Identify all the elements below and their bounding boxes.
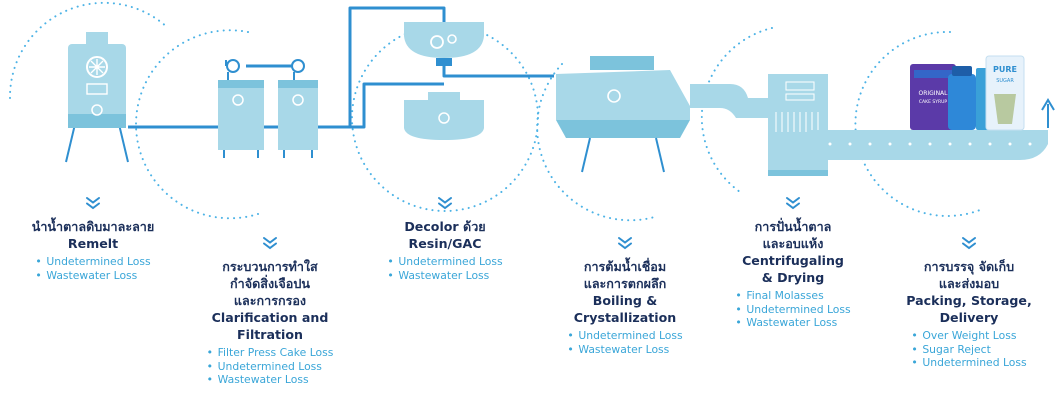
dotted-arc-boiling (536, 63, 659, 222)
chevron-down-icon (618, 237, 632, 250)
fan-icon (86, 56, 108, 78)
resin-vessel (404, 22, 484, 58)
loss-item: Final Molasses (735, 289, 850, 303)
stage-packing-title-1: การบรรจุ จัดเก็บ (923, 259, 1015, 274)
dotted-arc-clarification (135, 29, 259, 220)
stage-centrifugal-title-4: & Drying (761, 270, 825, 285)
pipe-to-boiler (442, 58, 554, 78)
product-label-right-1: PURE (993, 65, 1017, 74)
stage-boiling: การต้มน้ำเชื่อม และการตกผลึก Boiling & C… (540, 236, 710, 357)
stage-clarification: กระบวนการทำใส กำจัดสิ่งเจือปน และการกรอง… (182, 236, 358, 387)
stage-clarification-title-2: กำจัดสิ่งเจือปน (230, 276, 310, 291)
stage-clarification-losses: Filter Press Cake Loss Undetermined Loss… (207, 346, 334, 387)
stage-decolor-title-2: Resin/GAC (408, 236, 482, 251)
product-label-right-2: SUGAR (996, 78, 1014, 84)
chevron-down-icon (263, 237, 277, 250)
loss-item: Wastewater Loss (735, 316, 850, 330)
loss-item: Undetermined Loss (567, 329, 682, 343)
loss-item: Over Weight Loss (911, 329, 1026, 343)
stage-clarification-title-4: Clarification and (211, 310, 329, 325)
gac-vessel (404, 100, 484, 140)
stage-decolor: Decolor ด้วย Resin/GAC Undetermined Loss… (360, 196, 530, 283)
dotted-circles (8, 1, 981, 222)
stage-packing-title-3: Packing, Storage, (906, 293, 1032, 308)
stage-centrifugal: การปั่นน้ำตาล และอบแห้ง Centrifugaling &… (708, 196, 878, 330)
stage-remelt: นำน้ำตาลดิบมาละลาย Remelt Undetermined L… (8, 196, 178, 283)
stage-decolor-losses: Undetermined Loss Wastewater Loss (387, 255, 502, 282)
conveyor-belt (808, 130, 1048, 160)
stage-decolor-title-1: Decolor ด้วย (404, 219, 486, 234)
stage-centrifugal-title-3: Centrifugaling (742, 253, 844, 268)
remelt-tank (65, 32, 129, 163)
stage-packing-title-4: Delivery (939, 310, 999, 325)
stage-boiling-title-1: การต้มน้ำเชื่อม (583, 259, 667, 274)
duct (690, 84, 770, 118)
chevron-down-icon (86, 197, 100, 210)
water-drop-icon (91, 104, 103, 116)
dotted-arc-remelt (8, 1, 169, 99)
loss-item: Wastewater Loss (387, 269, 502, 283)
loss-item: Undetermined Loss (735, 303, 850, 317)
stage-boiling-title-4: Crystallization (573, 310, 677, 325)
conveyor-dots (828, 142, 1032, 146)
stage-remelt-title-th: นำน้ำตาลดิบมาละลาย (31, 219, 155, 234)
gear-icon-small (447, 34, 457, 44)
boiling-crystallizer (556, 56, 690, 173)
loss-item: Wastewater Loss (35, 269, 150, 283)
control-panel-icon (86, 83, 108, 95)
stage-remelt-title-en: Remelt (67, 236, 119, 251)
product-bag-left (910, 64, 956, 130)
loss-item: Undetermined Loss (35, 255, 150, 269)
stage-packing-title-2: และส่งมอบ (938, 276, 1000, 291)
loss-item: Undetermined Loss (387, 255, 502, 269)
product-label-left-2: CAKE SYRUP (919, 99, 947, 105)
gear-icon (430, 35, 444, 49)
clarifier-tanks (218, 59, 318, 158)
loss-item: Filter Press Cake Loss (207, 346, 334, 360)
dryer-cabinet (768, 74, 828, 176)
product-label-left-1: ORIGINAL (918, 90, 948, 97)
product-bottle (948, 74, 976, 130)
chevron-down-icon (962, 237, 976, 250)
stage-clarification-title-3: และการกรอง (233, 293, 307, 308)
stage-clarification-title-5: Filtration (237, 327, 303, 342)
stage-boiling-title-3: Boiling & (592, 293, 658, 308)
loss-item: Sugar Reject (911, 343, 1026, 357)
loss-item: Undetermined Loss (207, 360, 334, 374)
stage-boiling-title-2: และการตกผลึก (583, 276, 667, 291)
stage-centrifugal-title-2: และอบแห้ง (762, 236, 824, 251)
stage-packing: การบรรจุ จัดเก็บ และส่งมอบ Packing, Stor… (884, 236, 1054, 370)
dotted-arc-packing (854, 30, 981, 217)
resin-gac-units (404, 22, 484, 140)
pipes (128, 6, 554, 129)
pipe-to-gac (350, 82, 444, 129)
arrow-up-head (1041, 98, 1055, 111)
product-packages: ORIGINAL CAKE SYRUP PURE SUGAR (910, 55, 1025, 131)
product-bag-right (985, 55, 1025, 131)
stage-centrifugal-losses: Final Molasses Undetermined Loss Wastewa… (735, 289, 850, 330)
loss-item: Wastewater Loss (207, 373, 334, 387)
pipe-to-resin (316, 6, 446, 129)
stage-centrifugal-title-1: การปั่นน้ำตาล (754, 219, 832, 234)
stage-clarification-title-1: กระบวนการทำใส (222, 259, 318, 274)
stage-boiling-losses: Undetermined Loss Wastewater Loss (567, 329, 682, 356)
stage-packing-losses: Over Weight Loss Sugar Reject Undetermin… (911, 329, 1026, 370)
loss-item: Undetermined Loss (911, 356, 1026, 370)
chevron-down-icon (438, 197, 452, 210)
chevron-down-icon (786, 197, 800, 210)
loss-item: Wastewater Loss (567, 343, 682, 357)
stage-remelt-losses: Undetermined Loss Wastewater Loss (35, 255, 150, 282)
